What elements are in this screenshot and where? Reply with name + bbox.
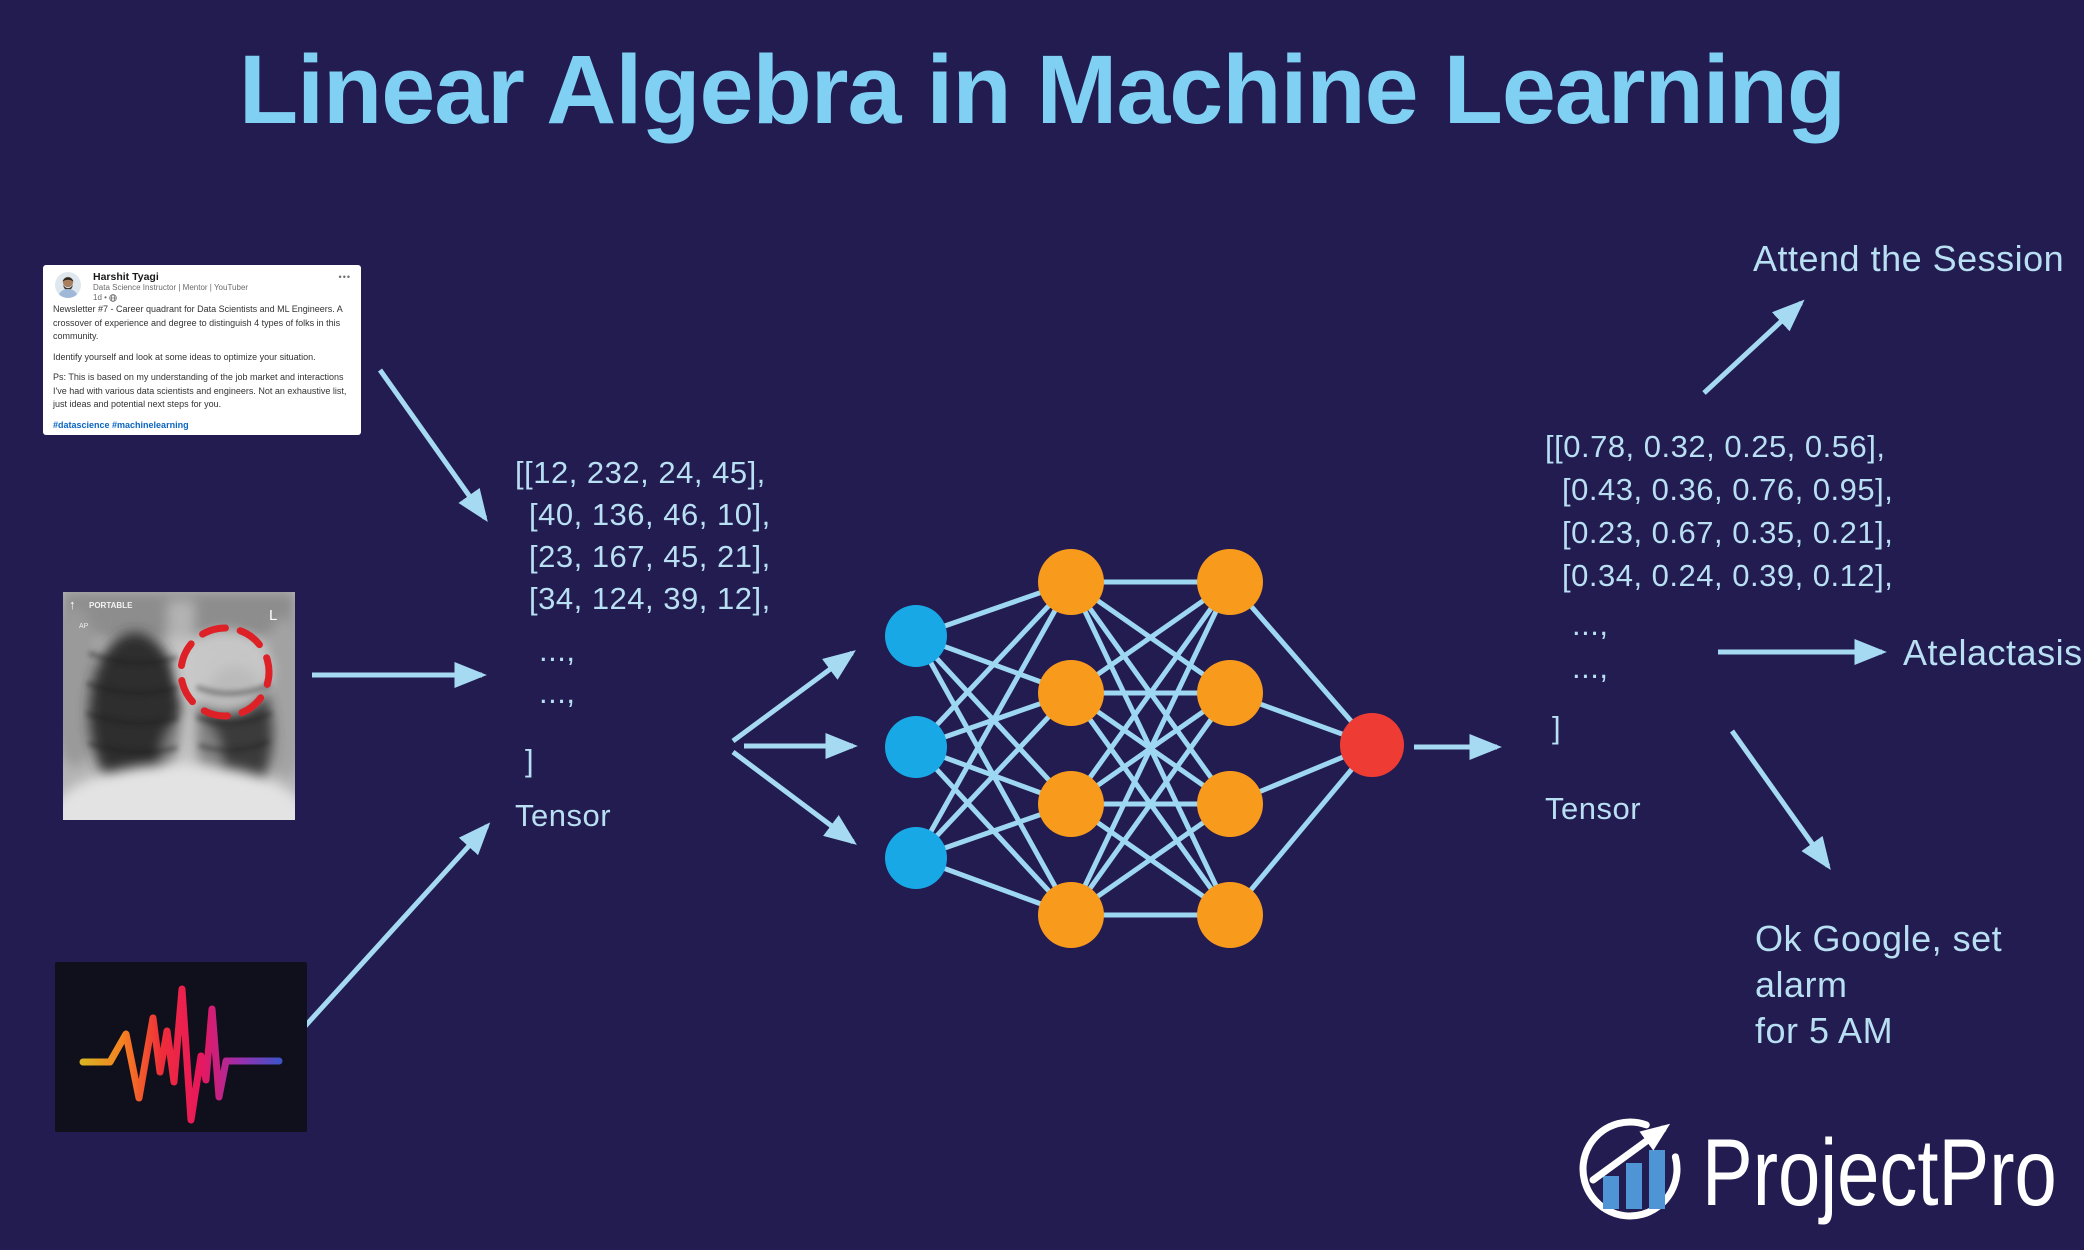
prediction-attend-session: Attend the Session — [1753, 238, 2065, 279]
tensor-ellipsis: ..., — [539, 633, 576, 668]
post-author-headline: Data Science Instructor | Mentor | YouTu… — [93, 283, 249, 292]
tensor-ellipsis: ..., — [1572, 650, 1609, 685]
tensor-closing-bracket: ] — [1552, 710, 1562, 745]
neural-network — [885, 549, 1404, 948]
network-edge — [913, 580, 1074, 860]
network-edge — [1068, 580, 1233, 917]
xray-orientation-arrow: ↑ — [69, 597, 76, 612]
network-edge — [915, 801, 1072, 861]
xray-left-marker: L — [269, 607, 277, 624]
audio-waveform-graphic — [55, 962, 307, 1132]
network-edge — [1069, 579, 1232, 696]
network-edge — [914, 634, 1073, 806]
tensor-closing-bracket: ] — [525, 743, 535, 778]
projectpro-logo-text: ProjectPro — [1702, 1120, 2057, 1226]
network-node — [1197, 660, 1263, 726]
chest-xray-image: ↑ PORTABLE AP L — [49, 592, 309, 872]
network-edge — [1069, 801, 1232, 918]
tensor-line: [0.43, 0.36, 0.76, 0.95], — [1562, 472, 1894, 507]
logo-bar-chart — [1603, 1150, 1665, 1209]
network-node — [1038, 549, 1104, 615]
network-node — [1197, 771, 1263, 837]
linkedin-post-card: Harshit Tyagi Data Science Instructor | … — [43, 265, 361, 435]
page-title: Linear Algebra in Machine Learning — [238, 35, 1846, 144]
output-tensor-label: Tensor — [1545, 791, 1642, 826]
network-node — [885, 605, 947, 667]
network-node — [1340, 713, 1404, 777]
network-edge — [915, 855, 1072, 918]
tensor-line: [0.34, 0.24, 0.39, 0.12], — [1562, 558, 1894, 593]
network-edge — [915, 579, 1072, 639]
network-edge — [1069, 579, 1232, 696]
network-edge — [1068, 580, 1233, 917]
xray-ap-label: AP — [79, 623, 89, 630]
tensor-line: [23, 167, 45, 21], — [529, 539, 771, 574]
tensor-line: [[12, 232, 24, 45], — [515, 455, 766, 490]
network-edge — [914, 691, 1073, 860]
tensor-line: [0.23, 0.67, 0.35, 0.21], — [1562, 515, 1894, 550]
post-timestamp: 1d • — [93, 293, 117, 302]
avatar — [55, 272, 81, 298]
network-node — [885, 827, 947, 889]
xray-portable-label: PORTABLE — [89, 601, 133, 610]
input-tensor-block: [[12, 232, 24, 45], [40, 136, 46, 10], [… — [515, 452, 771, 837]
tensor-line: [[0.78, 0.32, 0.25, 0.56], — [1545, 429, 1886, 464]
network-edge — [914, 745, 1073, 917]
avatar-image — [55, 272, 81, 298]
projectpro-logo-icon — [1579, 1118, 1681, 1220]
network-node — [1038, 882, 1104, 948]
network-node — [1197, 882, 1263, 948]
network-edge — [1069, 690, 1232, 807]
network-edge — [1069, 801, 1232, 918]
post-time-text: 1d • — [93, 293, 107, 302]
network-edge — [1228, 743, 1374, 917]
post-menu-icon[interactable]: ••• — [338, 272, 351, 282]
input-tensor-label: Tensor — [515, 798, 612, 833]
left-lung-field — [89, 632, 181, 796]
network-edge — [1229, 742, 1373, 807]
post-paragraph: Ps: This is based on my understanding of… — [53, 372, 347, 409]
tensor-line: [40, 136, 46, 10], — [529, 497, 771, 532]
network-edge — [1068, 580, 1233, 806]
prediction-ok-google: Ok Google, set alarm for 5 AM — [1755, 918, 2003, 1051]
network-node — [885, 716, 947, 778]
logo-growth-arrow — [1589, 1123, 1671, 1184]
network-edge — [1229, 690, 1373, 748]
tensor-ellipsis: ..., — [1572, 607, 1609, 642]
waveform-line — [79, 985, 283, 1124]
network-edge — [1228, 580, 1374, 747]
tensor-ellipsis: ..., — [539, 675, 576, 710]
output-tensor-block: [[0.78, 0.32, 0.25, 0.56], [0.43, 0.36, … — [1545, 425, 1893, 830]
pathology-dashed-circle — [177, 624, 273, 720]
prediction-atelactasis: Atelactasis — [1903, 632, 2083, 673]
network-edge — [1068, 691, 1233, 917]
network-edge — [915, 690, 1072, 750]
network-edge — [1068, 580, 1233, 806]
post-paragraph: Identify yourself and look at some ideas… — [53, 351, 316, 362]
audio-waveform-image — [55, 962, 307, 1132]
tensor-line: [34, 124, 39, 12], — [529, 581, 771, 616]
chest-xray-graphic: ↑ PORTABLE AP L — [49, 592, 309, 872]
arrow-to-attend — [1702, 299, 1805, 395]
network-edge — [1069, 690, 1232, 807]
logo-circle — [1579, 1118, 1681, 1220]
network-edge — [914, 580, 1073, 749]
network-edge — [915, 744, 1072, 807]
network-edge — [913, 634, 1074, 917]
post-paragraph: Newsletter #7 - Career quadrant for Data… — [53, 304, 343, 341]
network-node — [1038, 660, 1104, 726]
linkedin-post-header: Harshit Tyagi Data Science Instructor | … — [53, 271, 351, 303]
network-edge — [1068, 691, 1233, 917]
globe-icon — [109, 293, 117, 302]
network-node — [1197, 549, 1263, 615]
arrow-post-to-tensor — [377, 368, 488, 522]
network-edge — [915, 633, 1072, 696]
projectpro-logo: ProjectPro — [1578, 1112, 2084, 1224]
post-hashtags-link[interactable]: #datascience #machinelearning — [53, 419, 189, 430]
network-node — [1038, 771, 1104, 837]
post-author-name: Harshit Tyagi — [93, 271, 159, 283]
